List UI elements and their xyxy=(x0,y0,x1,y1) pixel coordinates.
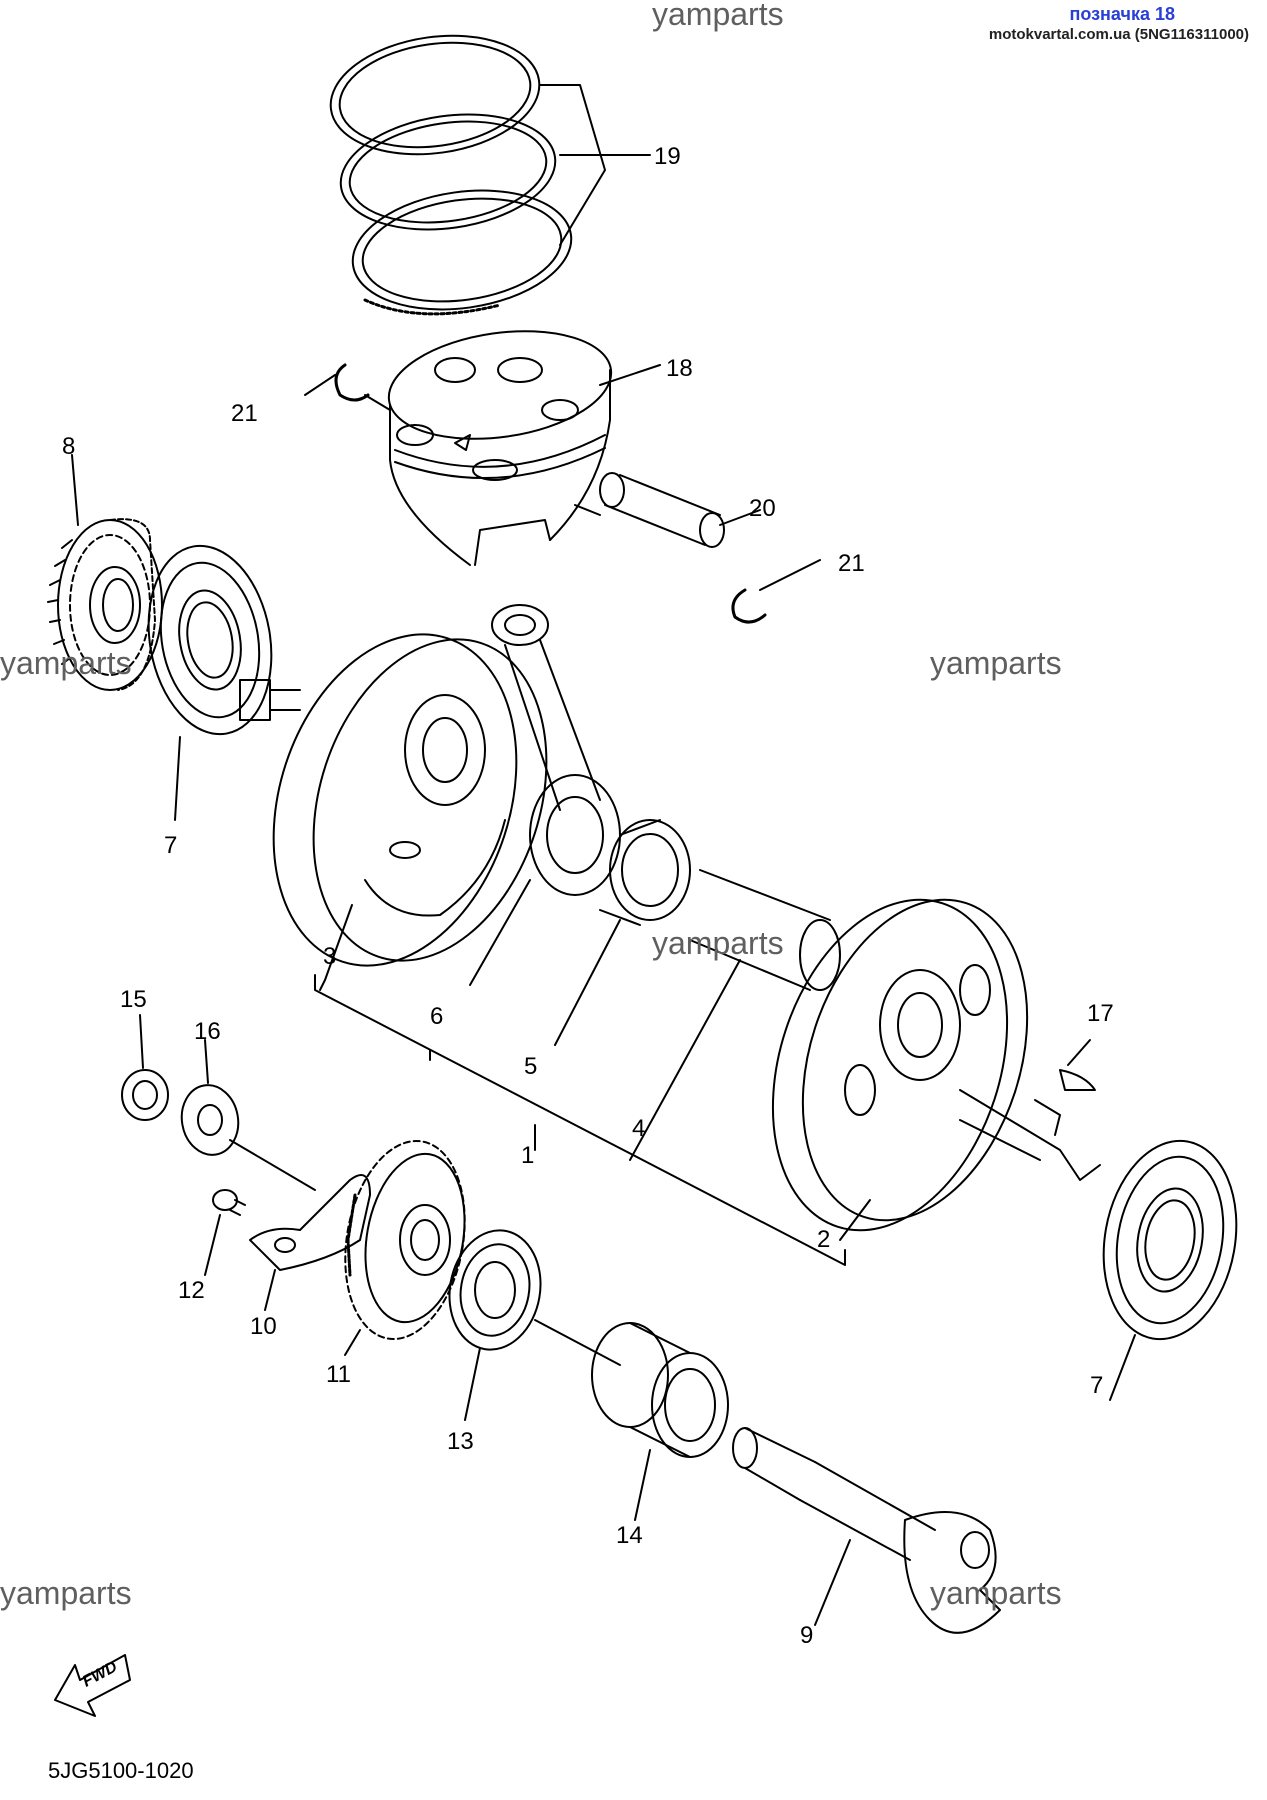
callout-1: 1 xyxy=(521,1142,535,1169)
callout-8: 8 xyxy=(62,433,76,460)
callout-21-upper: 21 xyxy=(231,400,258,427)
balancer-weight-plate xyxy=(250,1175,370,1310)
callout-15: 15 xyxy=(120,986,147,1013)
balancer-bearing xyxy=(440,1223,620,1420)
callout-21-lower: 21 xyxy=(838,550,865,577)
callout-14: 14 xyxy=(616,1522,643,1549)
needle-bearing xyxy=(592,1323,728,1520)
watermark: yamparts xyxy=(930,645,1062,681)
crank-web-left xyxy=(233,603,586,997)
big-end-bearing xyxy=(555,820,690,1045)
circlip-upper xyxy=(305,365,390,410)
source-reference: motokvartal.com.ua (5NG116311000) xyxy=(988,26,1249,43)
part-label: позначка 18 xyxy=(1069,4,1175,24)
timing-gear xyxy=(48,455,162,690)
callout-3: 3 xyxy=(323,943,337,970)
callout-6: 6 xyxy=(430,1003,444,1030)
connecting-rod xyxy=(470,605,620,985)
leader-18 xyxy=(600,365,660,385)
watermark: yamparts xyxy=(0,1575,132,1611)
callout-9: 9 xyxy=(800,1622,814,1649)
callout-7-right: 7 xyxy=(1090,1372,1104,1399)
bolt xyxy=(205,1190,245,1275)
balancer-drive-gear xyxy=(331,1131,480,1355)
nut xyxy=(122,1015,168,1120)
callout-13: 13 xyxy=(447,1428,474,1455)
callout-16: 16 xyxy=(194,1018,221,1045)
piston-ring-set xyxy=(323,23,579,323)
callout-5: 5 xyxy=(524,1053,538,1080)
piston xyxy=(382,318,618,565)
watermark: yamparts xyxy=(652,925,784,961)
callout-12: 12 xyxy=(178,1277,205,1304)
callout-2: 2 xyxy=(817,1226,831,1253)
woodruff-key xyxy=(1060,1040,1095,1090)
diagram-code: 5JG5100-1020 xyxy=(48,1758,194,1783)
lock-washer xyxy=(176,1040,315,1190)
callout-7-left: 7 xyxy=(164,832,178,859)
header-watermark: yamparts xyxy=(652,0,784,32)
callout-10: 10 xyxy=(250,1313,277,1340)
main-bearing-left xyxy=(134,536,285,820)
piston-pin xyxy=(575,473,760,547)
fwd-arrow xyxy=(55,1655,130,1716)
callout-17: 17 xyxy=(1087,1000,1114,1027)
callout-19: 19 xyxy=(654,143,681,170)
watermark: yamparts xyxy=(930,1575,1062,1611)
watermark: yamparts xyxy=(0,645,132,681)
callout-11: 11 xyxy=(326,1361,351,1388)
crankshaft-assembly-bracket xyxy=(315,975,845,1265)
main-bearing-right xyxy=(1089,1130,1252,1400)
callout-18: 18 xyxy=(666,355,693,382)
balancer-shaft xyxy=(733,1428,1000,1633)
leader-19 xyxy=(540,85,650,245)
circlip-lower xyxy=(733,560,820,622)
crank-pin xyxy=(630,870,840,1160)
callout-20: 20 xyxy=(749,495,776,522)
crank-web-right xyxy=(733,869,1100,1260)
callout-4: 4 xyxy=(632,1115,646,1142)
